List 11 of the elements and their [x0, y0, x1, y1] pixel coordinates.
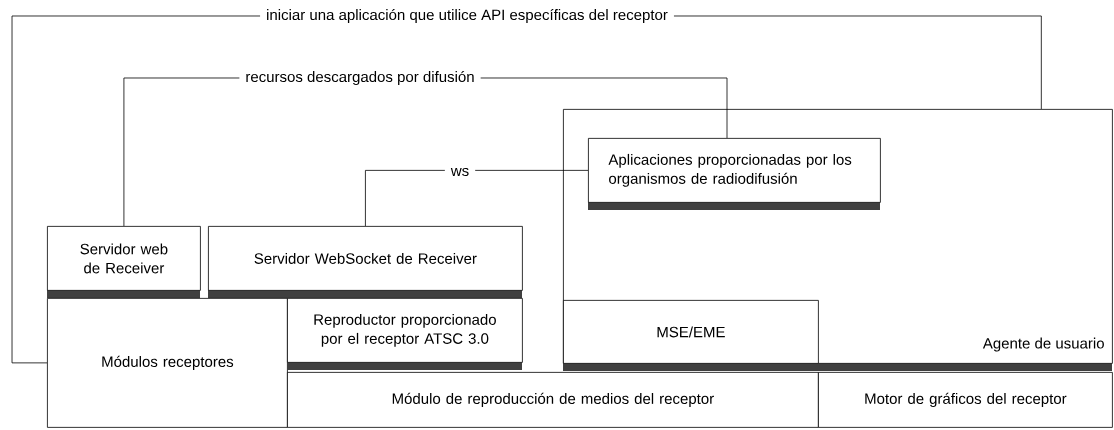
- module-box: MSE/EME: [563, 300, 819, 364]
- connector-line: [365, 170, 589, 227]
- player-box: Reproductor proporcionado por el receptor ATSC 3.0: [287, 298, 523, 370]
- edge-label: iniciar una aplicación que utilice API específicas del receptor: [260, 2, 674, 30]
- module-box: Módulo de reproducción de medios del receptor: [287, 372, 819, 428]
- engine-box: Motor de gráficos del receptor: [818, 372, 1113, 428]
- edge-label: recursos descargados por difusión: [239, 64, 481, 92]
- application-box: Aplicaciones proporcionadas por los organismos de radiodifusión: [588, 138, 881, 210]
- server-box: Servidor WebSocket de Receiver: [208, 226, 523, 298]
- edge-label: ws: [444, 161, 476, 183]
- server-box: Servidor web de Receiver: [47, 226, 201, 298]
